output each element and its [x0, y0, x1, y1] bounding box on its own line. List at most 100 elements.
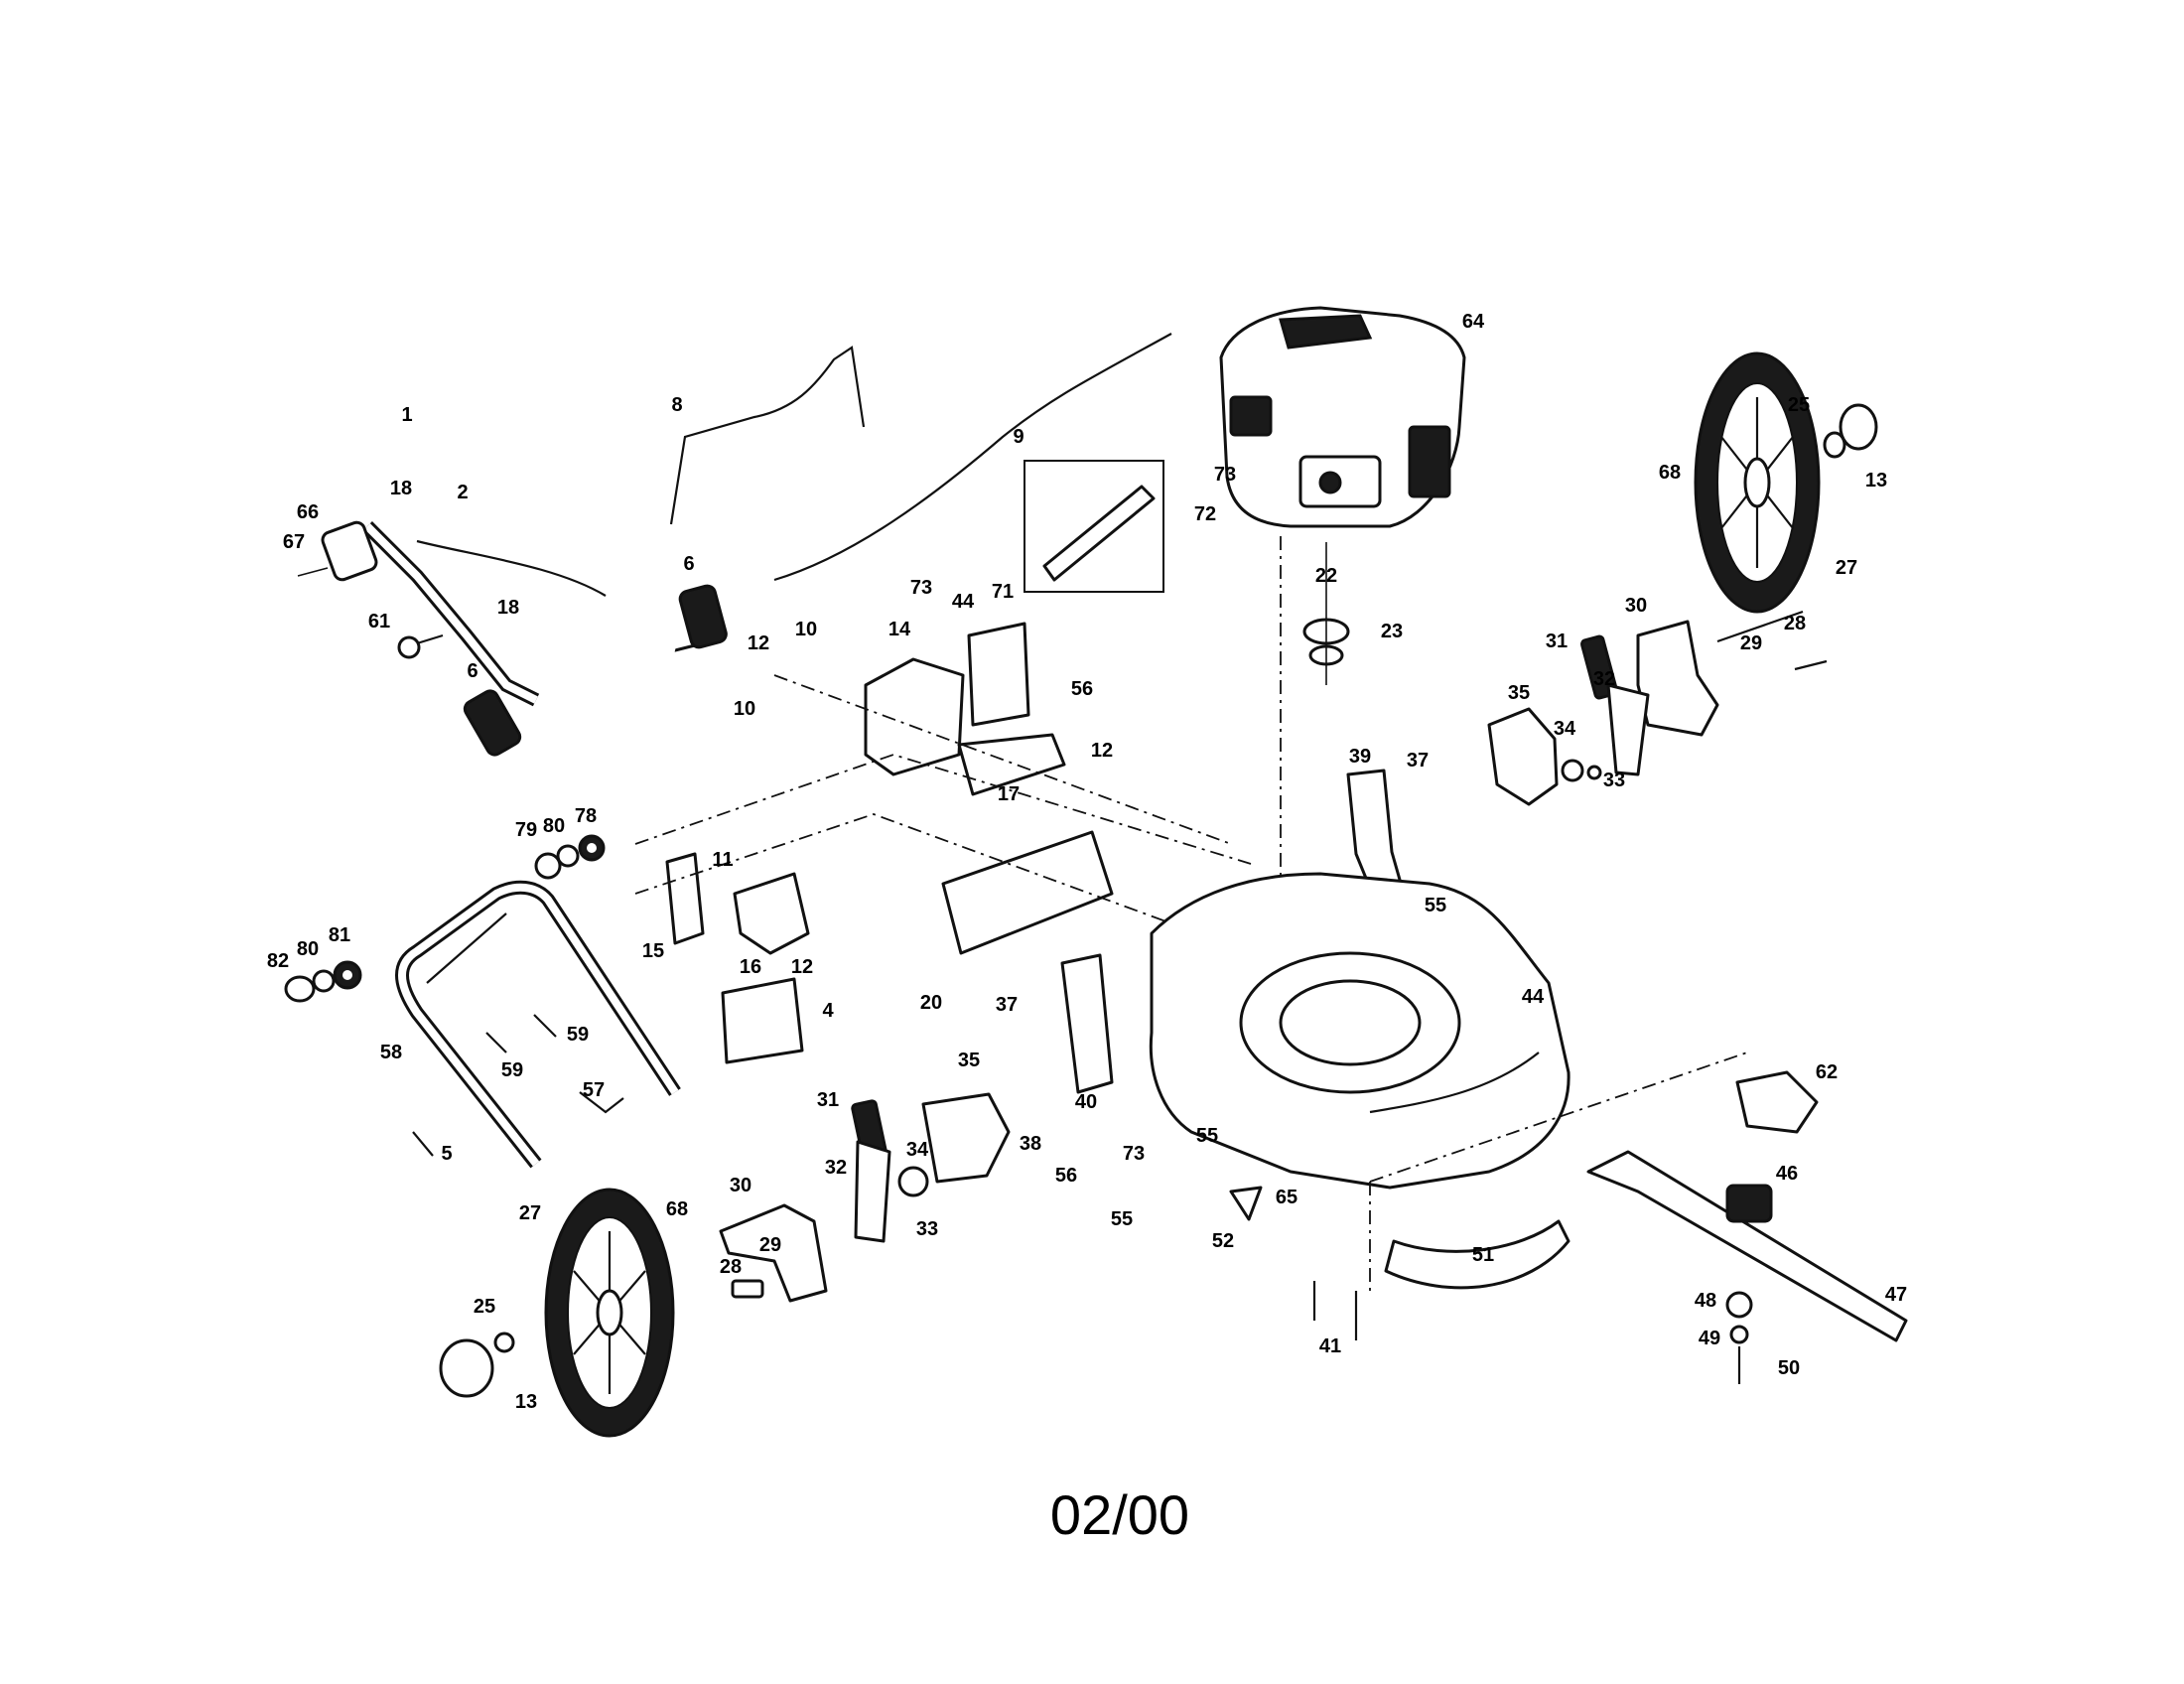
- callout-20: 20: [920, 992, 942, 1014]
- callout-59: 59: [501, 1059, 523, 1081]
- knob-79: [534, 852, 562, 880]
- baffle-51: [1384, 1219, 1570, 1290]
- callout-11: 11: [712, 849, 733, 871]
- callout-46: 46: [1776, 1163, 1798, 1185]
- callout-23: 23: [1381, 621, 1403, 642]
- callout-49: 49: [1699, 1328, 1720, 1349]
- callout-35: 35: [958, 1050, 980, 1071]
- height-lever-right: [1580, 634, 1618, 700]
- mower-deck: [1149, 872, 1570, 1190]
- knob-82: [284, 975, 316, 1003]
- callout-31: 31: [817, 1089, 839, 1111]
- height-plate-left: [921, 1092, 1011, 1184]
- eyebolt: [397, 635, 421, 659]
- callout-8: 8: [671, 394, 682, 416]
- callout-1: 1: [401, 404, 412, 426]
- baffle-62: [1735, 1070, 1819, 1134]
- callout-58: 58: [380, 1042, 402, 1063]
- callout-52: 52: [1212, 1230, 1234, 1252]
- callout-33: 33: [1603, 770, 1625, 791]
- callout-56: 56: [1055, 1165, 1077, 1187]
- callout-32: 32: [1593, 668, 1615, 690]
- callout-62: 62: [1816, 1061, 1838, 1083]
- callout-57: 57: [583, 1079, 605, 1101]
- callout-80: 80: [543, 815, 565, 837]
- handle-grip-right: [678, 584, 728, 649]
- callout-34: 34: [906, 1139, 929, 1161]
- callout-44: 44: [952, 591, 975, 613]
- callout-61: 61: [368, 611, 390, 632]
- callout-72: 72: [1194, 503, 1216, 525]
- callout-29: 29: [1740, 632, 1762, 654]
- right-axle-bracket: [1636, 620, 1719, 737]
- height-bracket-left: [1060, 953, 1114, 1094]
- blade-adapter: [1725, 1184, 1773, 1223]
- callout-41: 41: [1319, 1335, 1341, 1357]
- callout-71: 71: [992, 581, 1014, 603]
- callout-32: 32: [825, 1157, 847, 1179]
- left-wheel: [544, 1188, 675, 1438]
- callout-5: 5: [441, 1143, 452, 1165]
- callout-67: 67: [283, 531, 305, 553]
- callout-78: 78: [575, 805, 597, 827]
- shield-52: [1229, 1186, 1263, 1221]
- blade: [1586, 1150, 1908, 1342]
- bracket-16: [733, 872, 810, 955]
- bracket-15: [665, 852, 705, 945]
- upper-handle: [353, 402, 696, 707]
- handle-grip-left: [463, 689, 522, 757]
- callout-55: 55: [1196, 1125, 1218, 1147]
- callout-50: 50: [1778, 1357, 1800, 1379]
- rear-flap-20: [941, 830, 1114, 955]
- callout-13: 13: [515, 1391, 537, 1413]
- callout-37: 37: [996, 994, 1018, 1016]
- callout-73: 73: [910, 577, 932, 599]
- side-shield: [721, 977, 804, 1064]
- wheel-cap-right: [1839, 403, 1878, 451]
- callout-28: 28: [1784, 613, 1806, 634]
- callout-16: 16: [740, 956, 761, 978]
- callout-59: 59: [567, 1024, 589, 1046]
- callout-33: 33: [916, 1218, 938, 1240]
- bracket-44: [967, 622, 1030, 727]
- callout-31: 31: [1546, 631, 1568, 652]
- callout-56: 56: [1071, 678, 1093, 700]
- callout-4: 4: [822, 1000, 834, 1022]
- right-wheel: [1694, 351, 1821, 614]
- callout-68: 68: [1659, 462, 1681, 484]
- callout-25: 25: [474, 1296, 495, 1318]
- callout-48: 48: [1695, 1290, 1716, 1312]
- callout-12: 12: [1091, 740, 1113, 762]
- callout-15: 15: [642, 940, 664, 962]
- callout-29: 29: [759, 1234, 781, 1256]
- callout-18: 18: [497, 597, 519, 619]
- callout-12: 12: [748, 632, 769, 654]
- callout-39: 39: [1349, 746, 1371, 768]
- callout-18: 18: [390, 478, 412, 499]
- callout-44: 44: [1522, 986, 1545, 1008]
- callout-10: 10: [734, 698, 755, 720]
- callout-37: 37: [1407, 750, 1429, 772]
- callout-64: 64: [1462, 311, 1485, 333]
- control-box: [321, 520, 378, 582]
- callout-30: 30: [730, 1175, 751, 1196]
- callout-10: 10: [795, 619, 817, 640]
- wheel-cap-left: [439, 1338, 494, 1398]
- callout-51: 51: [1472, 1244, 1494, 1266]
- callout-80: 80: [297, 938, 319, 960]
- callout-55: 55: [1425, 895, 1446, 916]
- callout-14: 14: [888, 619, 911, 640]
- callout-65: 65: [1276, 1187, 1297, 1208]
- left-axle: [719, 1203, 828, 1303]
- callout-6: 6: [683, 553, 694, 575]
- callout-34: 34: [1554, 718, 1576, 740]
- control-bail: [669, 346, 866, 525]
- footer-code: 02/00: [1050, 1483, 1189, 1546]
- engine: [1219, 306, 1466, 528]
- callout-28: 28: [720, 1256, 742, 1278]
- callout-12: 12: [791, 956, 813, 978]
- callout-73: 73: [1214, 464, 1236, 486]
- callout-35: 35: [1508, 682, 1530, 704]
